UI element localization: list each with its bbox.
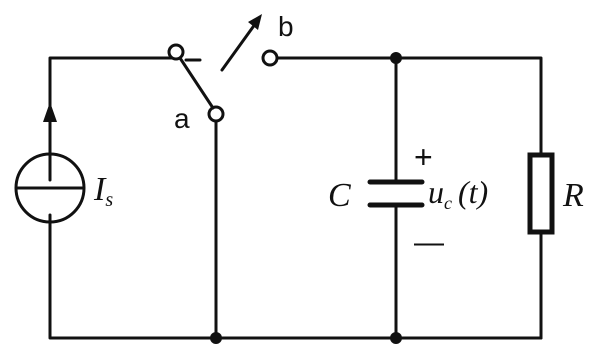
voltage-label: uc(t) xyxy=(428,174,488,213)
capacitor: C + — uc(t) xyxy=(328,139,488,259)
current-arrow-icon xyxy=(43,102,57,122)
capacitor-label: C xyxy=(328,177,351,214)
current-source: Is xyxy=(14,102,113,224)
wire-top-right xyxy=(274,56,543,157)
minus-sign: — xyxy=(414,226,444,259)
switch: a b xyxy=(167,11,294,134)
wire-bottom xyxy=(48,213,543,340)
switch-terminal-b xyxy=(261,49,279,67)
switch-terminal-a xyxy=(207,105,225,123)
switch-arrow-icon xyxy=(248,14,262,30)
current-source-circle xyxy=(14,152,86,224)
source-label: Is xyxy=(93,171,113,211)
wire-top-left xyxy=(48,56,174,182)
plus-sign: + xyxy=(414,139,433,175)
switch-b-label: b xyxy=(278,11,294,42)
switch-blade xyxy=(178,56,215,110)
switch-throw-arrow-shaft xyxy=(220,18,260,72)
resistor-body xyxy=(527,152,555,235)
junction-dot xyxy=(390,332,402,344)
junction-dot xyxy=(210,332,222,344)
junction-dot xyxy=(390,52,402,64)
resistor: R xyxy=(527,152,584,235)
switch-common-terminal xyxy=(167,43,185,61)
junctions xyxy=(210,52,402,344)
resistor-label: R xyxy=(562,177,584,214)
switch-a-label: a xyxy=(174,103,190,134)
wires xyxy=(48,56,543,340)
